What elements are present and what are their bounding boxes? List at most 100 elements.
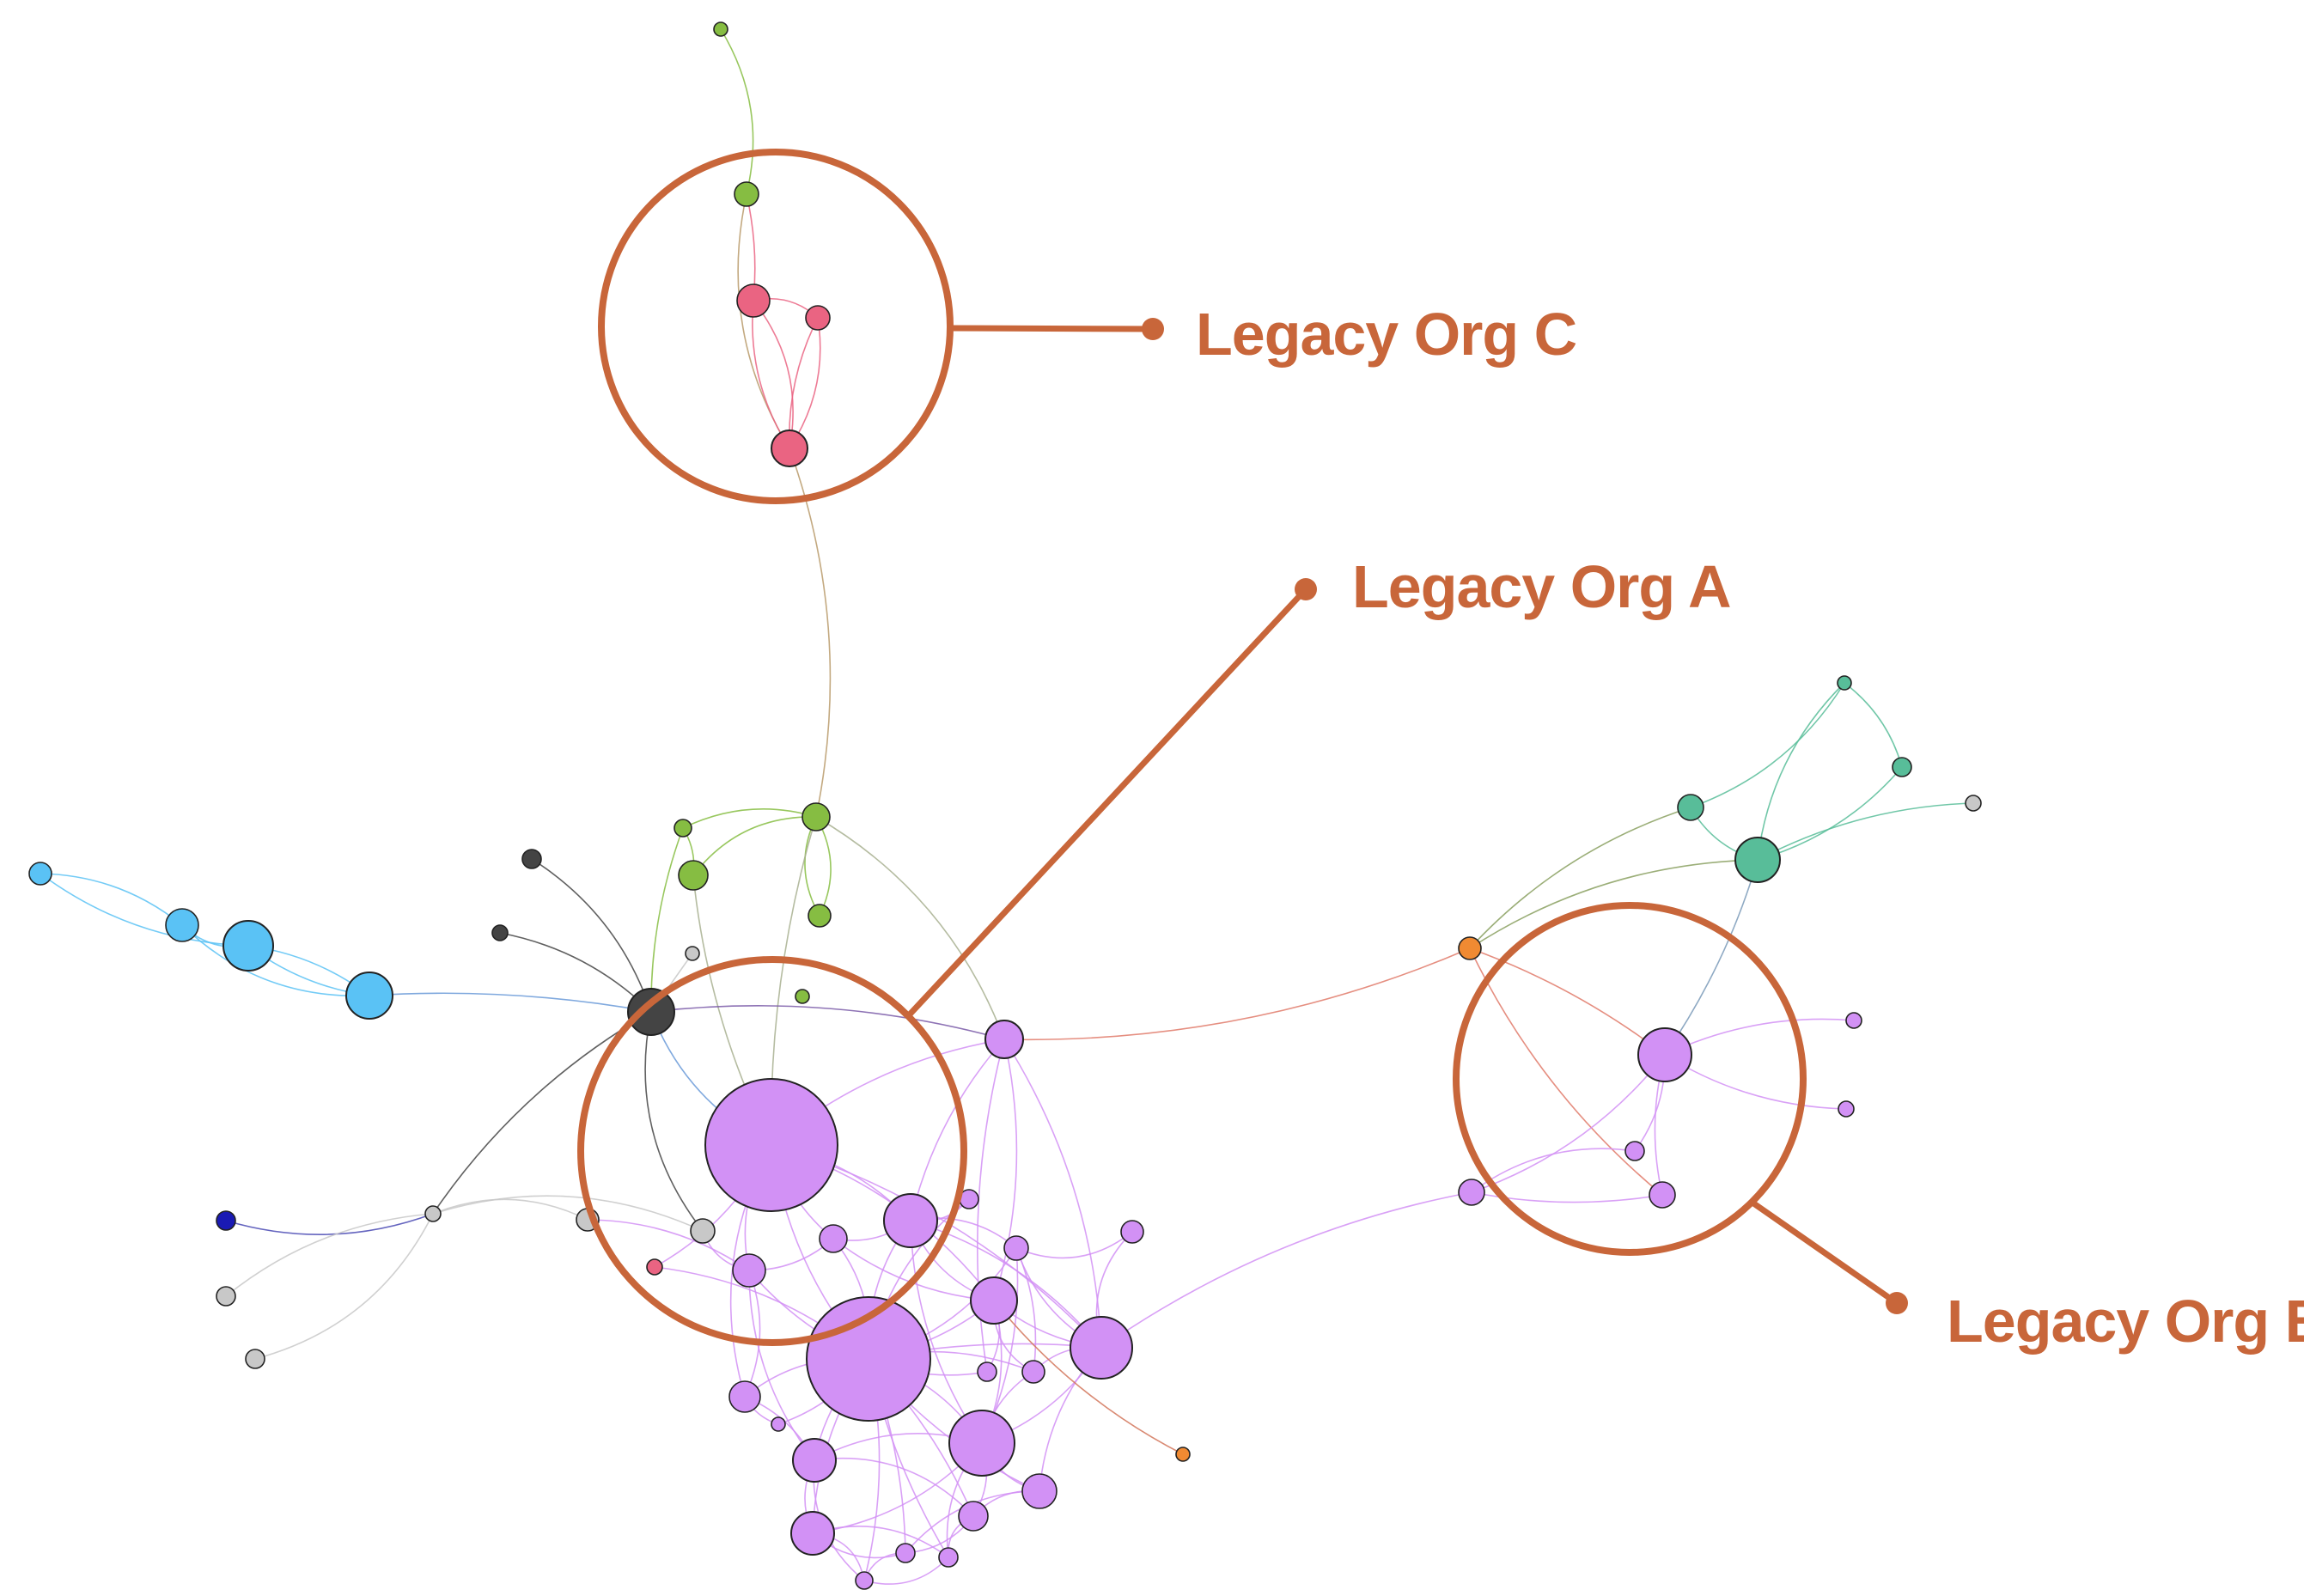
graph-edge [1469, 859, 1758, 949]
graph-edge [432, 1198, 588, 1221]
graph-edge [40, 873, 249, 947]
graph-node [1838, 1100, 1855, 1118]
graph-node [728, 1380, 761, 1413]
graph-node [690, 1218, 716, 1244]
graph-edge [1469, 947, 1666, 1056]
graph-edge [977, 1039, 1005, 1373]
graph-edge [1469, 807, 1691, 949]
graph-edge [1471, 1054, 1666, 1193]
graph-edge [752, 300, 790, 449]
graph-node [771, 1416, 786, 1432]
graph-node [958, 1501, 989, 1532]
graph-node [713, 21, 728, 37]
graph-node [736, 283, 771, 318]
graph-edge [1664, 1018, 1855, 1056]
graph-edge [1469, 947, 1663, 1196]
graph-node [1892, 757, 1912, 777]
graph-edge [993, 1039, 1018, 1301]
graph-node [627, 988, 675, 1036]
graph-edge [1844, 682, 1903, 768]
graph-node [819, 1224, 848, 1253]
graph-node [1649, 1181, 1676, 1209]
graph-nodes [28, 21, 1982, 1590]
graph-node [771, 429, 808, 467]
graph-edge [748, 1270, 815, 1461]
graph-node [345, 972, 393, 1020]
graph-node [977, 1361, 997, 1382]
graph-edge [993, 1300, 1184, 1455]
graph-node [678, 860, 709, 891]
graph-edge [181, 924, 370, 997]
graph-edge [1015, 1247, 1037, 1373]
graph-node [895, 1543, 916, 1563]
graph-node [491, 924, 509, 941]
graph-node [674, 819, 692, 838]
graph-edge [369, 992, 652, 1013]
graph-node [646, 1258, 663, 1276]
graph-node [805, 305, 831, 331]
graph-edge [1471, 1191, 1663, 1203]
graph-edge [788, 317, 819, 449]
graph-edge [1003, 1039, 1102, 1349]
graph-node [855, 1571, 874, 1590]
graph-edge [1015, 1231, 1133, 1259]
graph-node [521, 849, 542, 869]
graph-edge [814, 1457, 974, 1517]
graph-node [1003, 1235, 1029, 1261]
graph-edge [863, 1556, 949, 1585]
graph-node [734, 181, 759, 207]
graph-edge [815, 816, 1005, 1040]
graph-node [948, 1410, 1015, 1477]
graph-node [1624, 1141, 1645, 1161]
graph-node [216, 1286, 236, 1307]
callout-circle-org-a [577, 956, 967, 1346]
graph-edge [1664, 859, 1758, 1056]
callout-dot-org-b [1886, 1292, 1908, 1314]
graph-node [685, 946, 700, 961]
graph-edge [753, 300, 794, 449]
graph-edge [682, 808, 817, 829]
graph-edge [1757, 682, 1845, 861]
graph-edge [499, 932, 652, 1013]
graph-edge [1664, 1054, 1847, 1110]
graph-node [1637, 1027, 1692, 1082]
graph-node [1070, 1316, 1133, 1380]
graph-edge [720, 28, 754, 195]
callout-org-c: Legacy Org C [598, 149, 1577, 504]
graph-edge [225, 1213, 434, 1235]
graph-edge [815, 816, 832, 917]
callouts: Legacy Org C Legacy Org A Legacy Org B [577, 149, 2304, 1355]
graph-edge [40, 873, 183, 926]
graph-node [1175, 1447, 1191, 1462]
graph-node [1120, 1220, 1144, 1244]
callout-label-org-a: Legacy Org A [1352, 553, 1731, 620]
graph-edge [225, 1213, 434, 1297]
graph-edge [789, 317, 821, 449]
graph-edge [432, 1011, 652, 1215]
callout-org-b: Legacy Org B [1453, 902, 2304, 1355]
callout-dot-org-a [1295, 578, 1317, 600]
graph-edge [254, 1213, 434, 1360]
graph-node [795, 989, 810, 1004]
graph-edge [1100, 1191, 1472, 1349]
graph-node [790, 1511, 835, 1556]
graph-edge [1690, 682, 1845, 808]
graph-edge [432, 1195, 704, 1232]
graph-node [245, 1349, 265, 1369]
graph-node [216, 1210, 236, 1231]
graph-node [1837, 675, 1852, 691]
graph-node [424, 1205, 442, 1222]
graph-node [802, 802, 831, 832]
graph-node [1734, 837, 1781, 883]
graph-node [1021, 1360, 1045, 1384]
callout-org-a: Legacy Org A [577, 553, 1732, 1346]
callout-circle-org-b [1453, 902, 1807, 1256]
graph-edge [1003, 947, 1471, 1041]
graph-node [792, 1438, 837, 1483]
graph-edge [789, 448, 832, 818]
graph-node [222, 920, 274, 972]
graph-node [938, 1547, 959, 1568]
callout-label-org-c: Legacy Org C [1196, 301, 1576, 368]
callout-leader-org-b [1750, 1200, 1899, 1306]
